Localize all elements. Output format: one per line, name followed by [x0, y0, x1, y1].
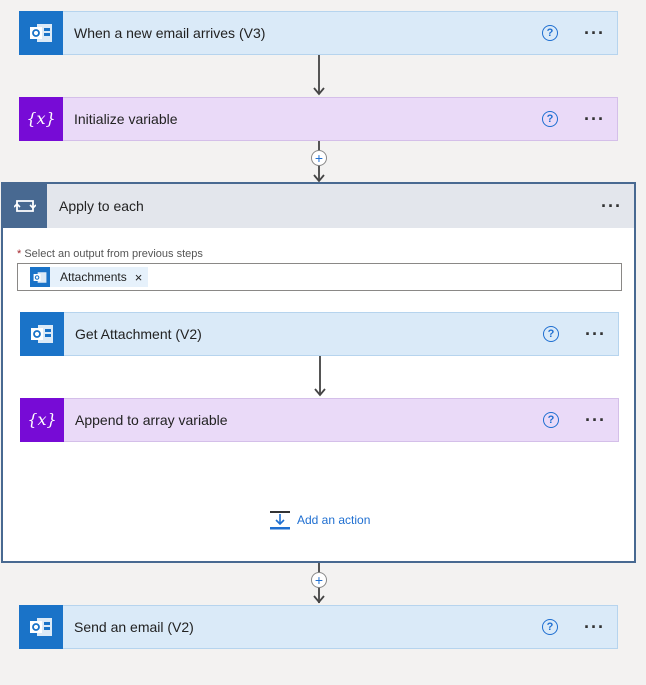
- attachments-token[interactable]: Attachments ×: [30, 267, 149, 287]
- more-options-icon[interactable]: ···: [601, 196, 622, 216]
- scope-header[interactable]: Apply to each ···: [3, 184, 634, 228]
- step-title: Initialize variable: [74, 111, 178, 127]
- remove-token-icon[interactable]: ×: [134, 269, 143, 285]
- svg-text:{x}: {x}: [27, 109, 55, 128]
- help-icon[interactable]: ?: [542, 111, 559, 127]
- variable-icon: {x}: [19, 96, 63, 141]
- help-icon[interactable]: ?: [543, 412, 560, 428]
- help-icon[interactable]: ?: [542, 619, 559, 635]
- step-card-initialize-variable[interactable]: {x} Initialize variable ? ···: [19, 96, 618, 141]
- arrow-down-icon: [313, 87, 325, 96]
- connector-line: [319, 356, 321, 394]
- field-label-text: Select an output from previous steps: [24, 248, 203, 260]
- insert-step-plus-icon[interactable]: +: [311, 572, 327, 588]
- outlook-icon: [30, 267, 50, 287]
- more-options-icon[interactable]: ···: [585, 410, 606, 430]
- insert-step-plus-icon[interactable]: +: [311, 150, 327, 166]
- more-options-icon[interactable]: ···: [584, 617, 605, 637]
- connector-line: [318, 55, 320, 93]
- scope-title: Apply to each: [59, 198, 144, 214]
- output-select-input[interactable]: Attachments ×: [17, 263, 622, 291]
- step-title: Send an email (V2): [74, 619, 194, 635]
- outlook-icon: [20, 311, 64, 356]
- step-card-get-attachment[interactable]: Get Attachment (V2) ? ···: [20, 311, 619, 356]
- help-icon[interactable]: ?: [543, 326, 560, 342]
- outlook-icon: [19, 10, 63, 55]
- step-card-send-email[interactable]: Send an email (V2) ? ···: [19, 604, 618, 649]
- more-options-icon[interactable]: ···: [584, 23, 605, 43]
- help-icon[interactable]: ?: [542, 25, 559, 41]
- outlook-icon: [19, 604, 63, 649]
- add-action-icon: [270, 511, 290, 530]
- arrow-down-icon: [313, 174, 325, 183]
- required-field-label: * Select an output from previous steps: [17, 248, 203, 260]
- arrow-down-icon: [314, 388, 326, 397]
- step-title: When a new email arrives (V3): [74, 25, 266, 41]
- step-card-append-array[interactable]: {x} Append to array variable ? ···: [20, 397, 619, 442]
- apply-to-each-scope[interactable]: Apply to each ··· * Select an output fro…: [1, 182, 636, 563]
- token-label: Attachments: [60, 270, 127, 284]
- svg-text:{x}: {x}: [28, 410, 56, 429]
- step-title: Append to array variable: [75, 412, 228, 428]
- variable-icon: {x}: [20, 397, 64, 442]
- loop-icon: [3, 184, 47, 228]
- arrow-down-icon: [313, 595, 325, 604]
- step-card-trigger[interactable]: When a new email arrives (V3) ? ···: [19, 10, 618, 55]
- step-title: Get Attachment (V2): [75, 326, 202, 342]
- add-action-label: Add an action: [297, 513, 371, 527]
- more-options-icon[interactable]: ···: [585, 324, 606, 344]
- add-action-button[interactable]: Add an action: [269, 510, 370, 530]
- more-options-icon[interactable]: ···: [584, 109, 605, 129]
- required-star: *: [17, 248, 22, 260]
